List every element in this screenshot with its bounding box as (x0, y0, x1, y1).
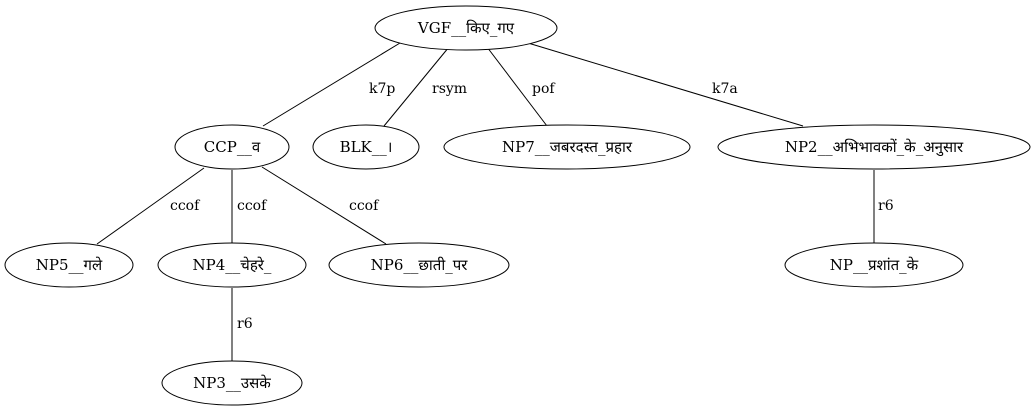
edge-label-r6-np3: r6 (237, 316, 253, 332)
node-blk-label: BLK__। (340, 138, 393, 156)
node-np7-label: NP7__जबरदस्त_प्रहार (502, 138, 633, 156)
nodes: VGF__किए_गए CCP__व BLK__। NP7__जबरदस्त_प… (4, 5, 1031, 406)
edges (96, 42, 875, 361)
node-np5-label: NP5__गले (36, 256, 103, 274)
edge-label-ccof-np6: ccof (349, 198, 380, 214)
node-ccp-label: CCP__व (204, 138, 261, 156)
node-np2-label: NP2__अभिभावकों_के_अनुसार (785, 138, 964, 157)
edge-label-pof: pof (532, 81, 556, 97)
edge-label-rsym: rsym (432, 81, 467, 97)
node-np3-label: NP3__उसके (193, 374, 271, 392)
node-np4: NP4__चेहरे_ (157, 242, 307, 288)
edge-root-np2 (527, 42, 804, 127)
edge-label-k7p: k7p (369, 81, 395, 97)
edge-root-blk (383, 46, 450, 127)
node-np: NP__प्रशांत_के (784, 242, 964, 288)
node-np7: NP7__जबरदस्त_प्रहार (443, 124, 691, 170)
edge-labels: k7p rsym pof k7a ccof ccof ccof r6 r6 (170, 81, 894, 332)
edge-label-ccof-np4: ccof (237, 198, 268, 214)
edge-ccp-np5 (96, 167, 205, 245)
node-root-label: VGF__किए_गए (417, 19, 515, 37)
node-blk: BLK__। (312, 124, 420, 170)
edge-ccp-np6 (261, 166, 387, 245)
node-np2: NP2__अभिभावकों_के_अनुसार (717, 124, 1031, 170)
node-ccp: CCP__व (174, 124, 290, 170)
node-np3: NP3__उसके (161, 360, 303, 406)
edge-root-ccp (262, 42, 401, 127)
edge-label-ccof-np5: ccof (170, 198, 201, 214)
node-np6: NP6__छाती_पर (328, 242, 510, 288)
node-root: VGF__किए_गए (374, 5, 558, 51)
node-np6-label: NP6__छाती_पर (371, 256, 469, 274)
node-np4-label: NP4__चेहरे_ (193, 256, 272, 274)
edge-label-r6-np: r6 (878, 198, 894, 214)
edge-label-k7a: k7a (712, 81, 738, 97)
edge-root-np7 (486, 46, 548, 127)
node-np-label: NP__प्रशांत_के (830, 256, 919, 274)
node-np5: NP5__गले (4, 242, 134, 288)
